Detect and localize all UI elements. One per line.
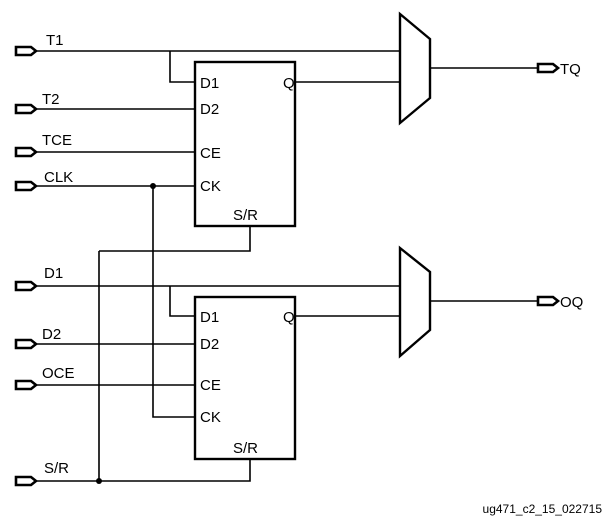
top-ff-pin-ck: CK [200,178,221,195]
bottom-ff-pin-ce: CE [200,377,221,394]
top-ff-pin-sr: S/R [233,207,258,224]
bottom-mux [398,245,432,359]
input-ports [14,45,39,487]
port-tce-icon [14,146,39,158]
label-tq: TQ [560,61,581,78]
label-oce: OCE [42,365,75,382]
top-flipflop [193,60,297,228]
label-t2: T2 [42,91,60,108]
top-mux [398,11,432,126]
wire-clk [34,185,195,418]
bottom-ff-pin-d2: D2 [200,336,219,353]
port-clk-icon [14,180,39,192]
port-t2-icon [14,103,39,115]
label-tce: TCE [42,132,72,149]
port-tq-icon [536,62,561,74]
wire-top-sr [99,226,251,252]
bottom-flipflop [193,295,297,461]
label-t1: T1 [46,32,64,49]
port-d1-icon [14,280,39,292]
port-oce-icon [14,379,39,391]
label-clk: CLK [44,169,73,186]
junction-sr [96,478,102,484]
port-oq-icon [536,295,561,307]
top-ff-pin-d1: D1 [200,75,219,92]
port-d2-icon [14,338,39,350]
bottom-ff-pin-q: Q [283,309,295,326]
wire-sr [34,251,251,482]
top-ff-pin-q: Q [283,75,295,92]
wire-d1 [34,285,400,317]
wire-t1 [34,50,400,83]
top-ff-pin-d2: D2 [200,101,219,118]
junction-clk [150,183,156,189]
top-ff-pin-ce: CE [200,145,221,162]
port-t1-icon [14,45,39,57]
figure-id: ug471_c2_15_022715 [483,502,603,516]
bottom-ff-pin-sr: S/R [233,440,258,457]
label-d1: D1 [44,265,63,282]
label-d2: D2 [42,326,61,343]
bottom-ff-pin-d1: D1 [200,309,219,326]
label-oq: OQ [560,294,583,311]
port-sr-icon [14,475,39,487]
wires [34,50,538,482]
bottom-ff-pin-ck: CK [200,409,221,426]
label-sr: S/R [44,460,69,477]
